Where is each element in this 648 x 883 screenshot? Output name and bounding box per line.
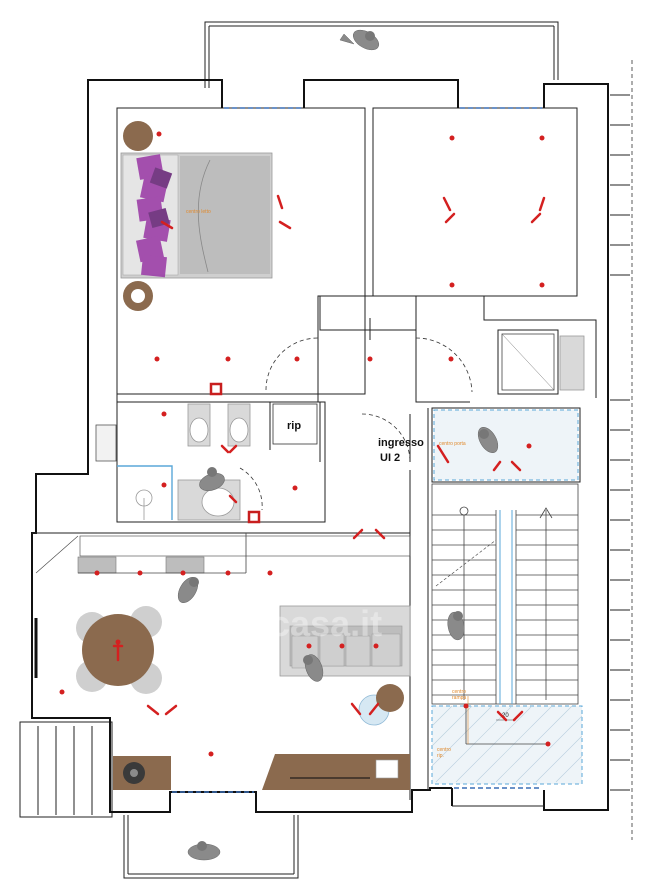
- sink: [165, 556, 205, 574]
- red-marker-boxes: [209, 382, 261, 524]
- right-side-hatching: [610, 60, 633, 840]
- dim-step: 20: [502, 713, 509, 719]
- annotation-door-center: centro porta: [439, 441, 466, 447]
- annotation-ramp-center-2: rampa: [452, 695, 466, 701]
- annotation-landing-center-1: centro: [437, 747, 451, 753]
- tv-cabinet: [113, 754, 410, 790]
- annotation-bed-center: centro letto: [186, 209, 211, 215]
- person-icon: [177, 576, 199, 604]
- person-figures: [177, 29, 499, 861]
- bottom-balcony: [123, 815, 299, 879]
- wall-lamps: [112, 194, 546, 722]
- elevator: [501, 333, 585, 391]
- door-swings: [239, 318, 473, 511]
- person-icon: [339, 29, 380, 51]
- exterior-walls: [31, 79, 609, 813]
- annotation-ramp-center-1: centro: [452, 689, 466, 695]
- left-balcony: [19, 721, 113, 818]
- tv-console: [262, 754, 410, 790]
- label-entrance-2: UI 2: [380, 452, 400, 464]
- person-icon: [447, 611, 465, 641]
- person-icon: [199, 467, 225, 491]
- label-entrance-1: ingresso: [378, 437, 424, 449]
- person-icon: [303, 654, 324, 682]
- pillows: [135, 154, 173, 278]
- label-rip: rip: [287, 420, 301, 432]
- watermark-text: casa.it: [270, 603, 382, 644]
- nightstand: [123, 121, 153, 151]
- top-balcony: [204, 21, 559, 88]
- watermark-logo: casa.it: [232, 603, 382, 644]
- bedroom: centro letto: [120, 121, 273, 311]
- stairs: 20 centro rampa centro rip.: [431, 483, 583, 785]
- windows: [95, 107, 542, 793]
- bathroom: rip: [117, 403, 318, 521]
- person-icon: [477, 426, 499, 454]
- annotation-landing-center-2: rip.: [437, 753, 444, 759]
- dining: [34, 606, 162, 694]
- entrance-landing: centro porta: [433, 409, 579, 481]
- side-table: [376, 684, 404, 712]
- kitchen: [35, 533, 411, 574]
- person-icon: [187, 841, 221, 861]
